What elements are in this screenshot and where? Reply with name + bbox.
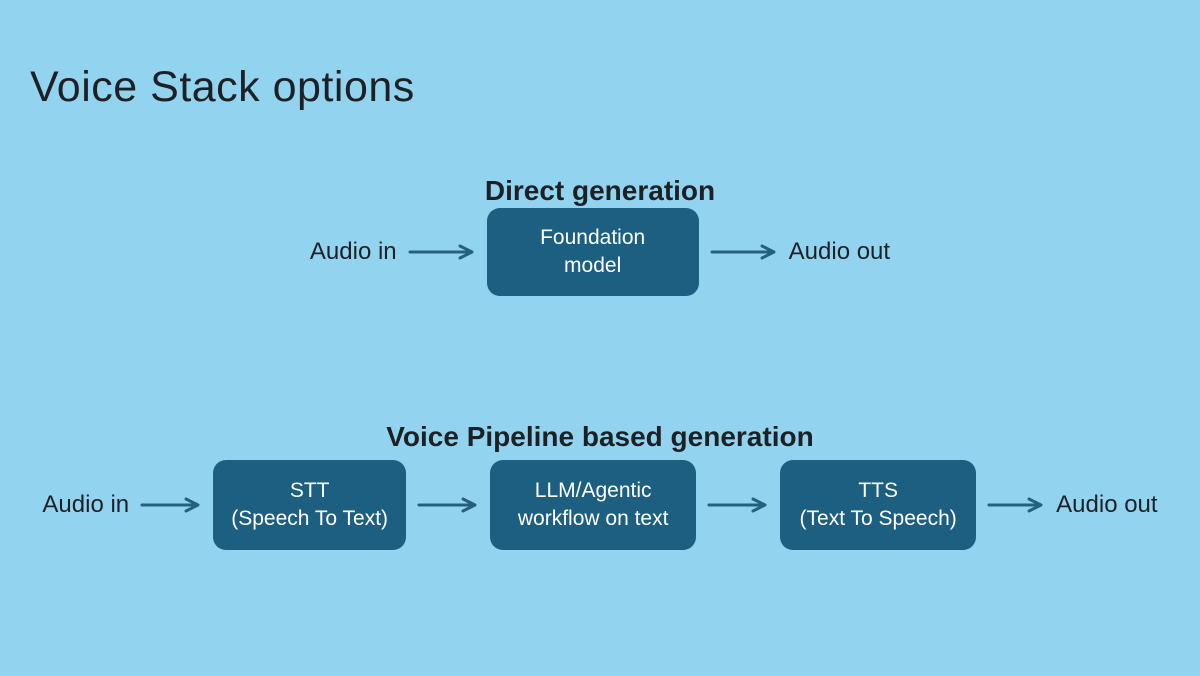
stt-box: STT (Speech To Text) — [213, 460, 407, 550]
tts-line2: (Text To Speech) — [799, 507, 957, 530]
arrow-right-icon — [707, 497, 767, 513]
arrow-right-icon — [710, 244, 776, 260]
llm-agentic-workflow-box: LLM/Agentic workflow on text — [490, 460, 697, 550]
foundation-model-line2: model — [564, 254, 622, 277]
voice-pipeline-heading: Voice Pipeline based generation — [386, 421, 814, 453]
arrow-right-icon — [417, 497, 477, 513]
llm-line2: workflow on text — [517, 507, 669, 530]
llm-line1: LLM/Agentic — [534, 479, 652, 503]
tts-box: TTS (Text To Speech) — [780, 460, 977, 550]
voice-pipeline-flow: Audio in STT (Speech To Text) LLM/Agenti… — [0, 458, 1200, 552]
pipeline-audio-in-label: Audio in — [42, 491, 130, 518]
tts-line1: TTS — [858, 479, 898, 503]
page-title: Voice Stack options — [30, 62, 415, 111]
direct-audio-in-label: Audio in — [309, 238, 397, 265]
direct-audio-out-label: Audio out — [788, 238, 891, 265]
foundation-model-line1: Foundation — [540, 226, 646, 250]
direct-generation-heading: Direct generation — [484, 175, 716, 207]
arrow-right-icon — [140, 497, 200, 513]
pipeline-audio-out-label: Audio out — [1056, 491, 1158, 518]
stt-line1: STT — [289, 479, 330, 503]
arrow-right-icon — [408, 244, 474, 260]
arrow-right-icon — [987, 497, 1043, 513]
stt-line2: (Speech To Text) — [231, 507, 389, 530]
foundation-model-box: Foundation model — [486, 208, 699, 296]
direct-generation-flow: Audio in Foundation model Audio out — [0, 206, 1200, 298]
